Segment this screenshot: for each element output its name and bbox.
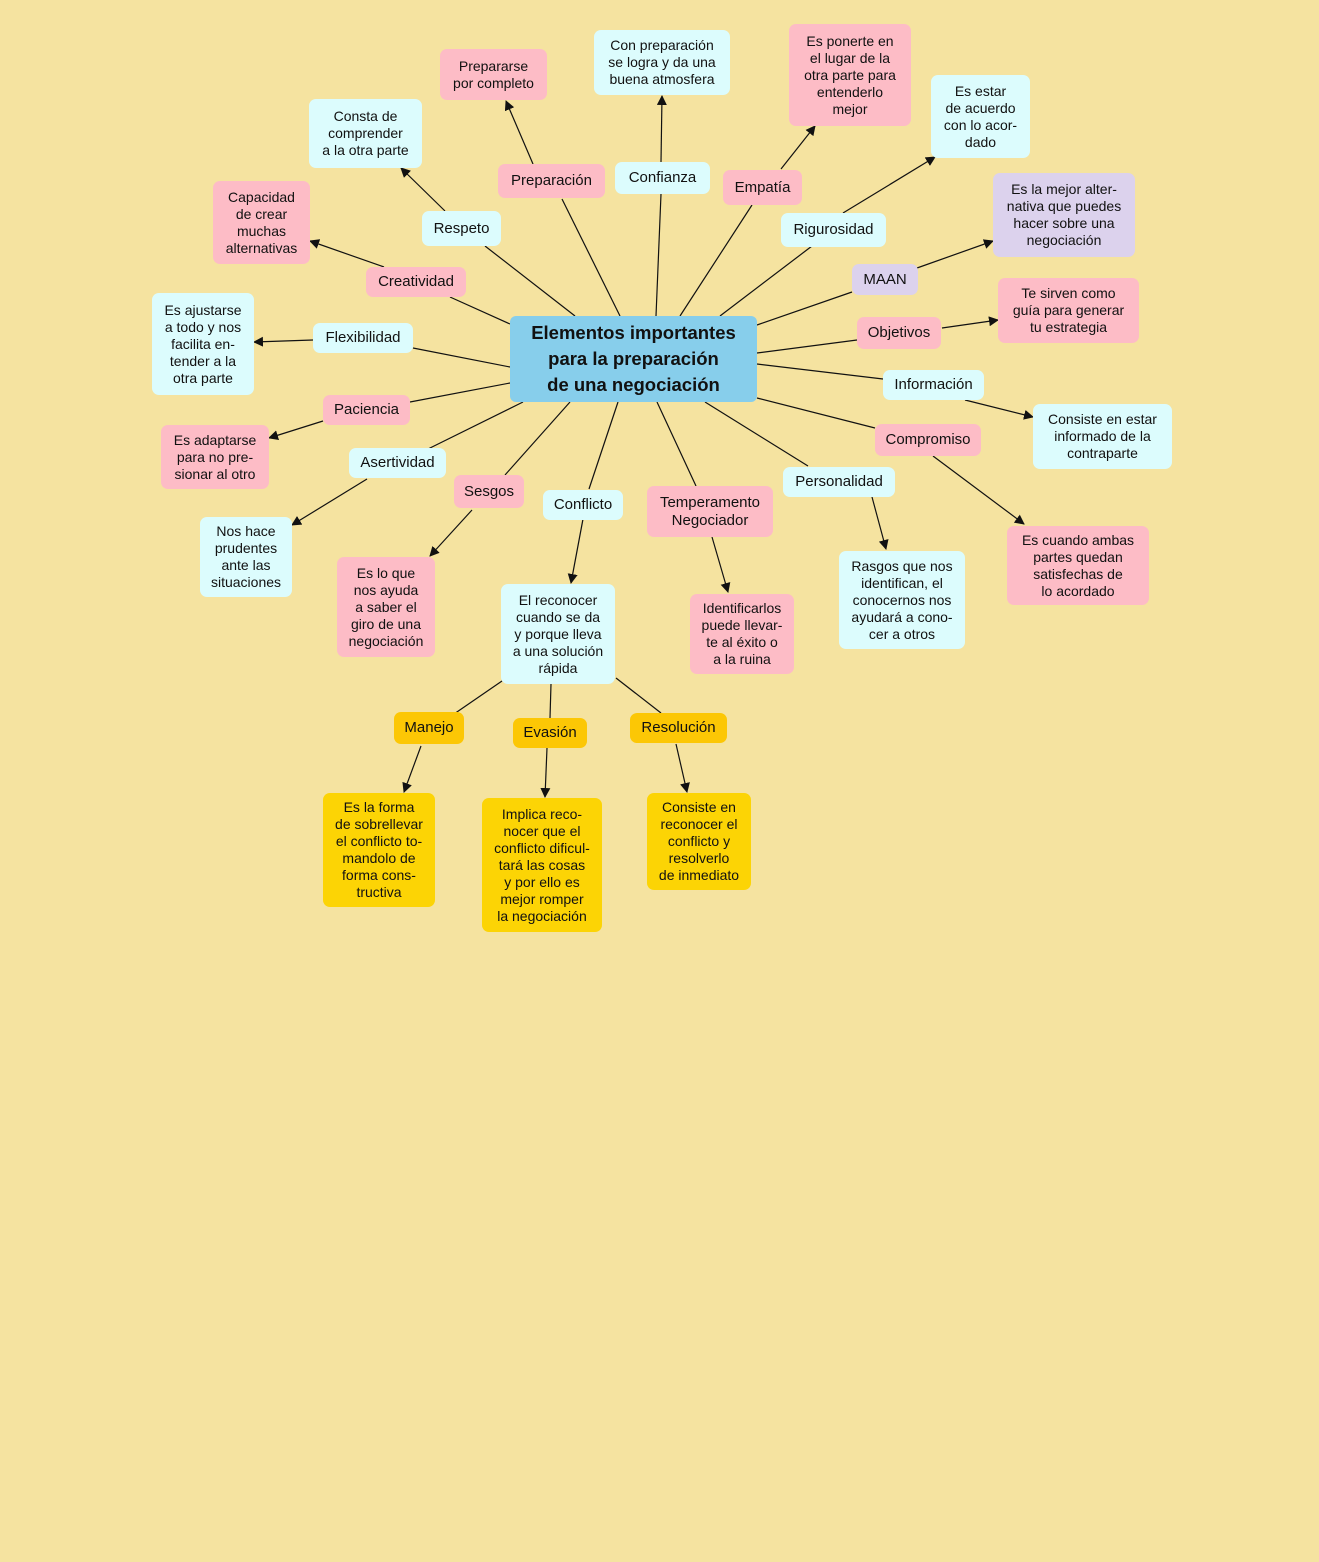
desc-conflicto[interactable]: El reconocer cuando se da y porque lleva… [501, 584, 615, 684]
concept-asertividad[interactable]: Asertividad [349, 448, 446, 478]
concept-objetivos[interactable]: Objetivos [857, 317, 941, 349]
concept-sesgos[interactable]: Sesgos [454, 475, 524, 508]
desc-evasion[interactable]: Implica reco- nocer que el conflicto dif… [482, 798, 602, 932]
concept-conflicto[interactable]: Conflicto [543, 490, 623, 520]
desc-informacion[interactable]: Consiste en estar informado de la contra… [1033, 404, 1172, 469]
concept-rigurosidad[interactable]: Rigurosidad [781, 213, 886, 247]
concept-flexibilidad[interactable]: Flexibilidad [313, 323, 413, 353]
concept-paciencia[interactable]: Paciencia [323, 395, 410, 425]
concept-temperamento-negociador[interactable]: Temperamento Negociador [647, 486, 773, 537]
desc-creatividad[interactable]: Capacidad de crear muchas alternativas [213, 181, 310, 264]
concept-maan[interactable]: MAAN [852, 264, 918, 295]
desc-respeto[interactable]: Consta de comprender a la otra parte [309, 99, 422, 168]
conflict-type-resolucion[interactable]: Resolución [630, 713, 727, 743]
concept-preparacion[interactable]: Preparación [498, 164, 605, 198]
desc-objetivos[interactable]: Te sirven como guía para generar tu estr… [998, 278, 1139, 343]
central-topic[interactable]: Elementos importantes para la preparació… [510, 316, 757, 402]
desc-preparacion[interactable]: Prepararse por completo [440, 49, 547, 100]
conflict-type-manejo[interactable]: Manejo [394, 712, 464, 744]
desc-personalidad[interactable]: Rasgos que nos identifican, el conocerno… [839, 551, 965, 649]
desc-paciencia[interactable]: Es adaptarse para no pre- sionar al otro [161, 425, 269, 489]
desc-sesgos[interactable]: Es lo que nos ayuda a saber el giro de u… [337, 557, 435, 657]
desc-resolucion[interactable]: Consiste en reconocer el conflicto y res… [647, 793, 751, 890]
desc-asertividad[interactable]: Nos hace prudentes ante las situaciones [200, 517, 292, 597]
desc-compromiso[interactable]: Es cuando ambas partes quedan satisfecha… [1007, 526, 1149, 605]
concept-confianza[interactable]: Confianza [615, 162, 710, 194]
desc-flexibilidad[interactable]: Es ajustarse a todo y nos facilita en- t… [152, 293, 254, 395]
desc-temperamento-negociador[interactable]: Identificarlos puede llevar- te al éxito… [690, 594, 794, 674]
concept-compromiso[interactable]: Compromiso [875, 424, 981, 456]
desc-confianza[interactable]: Con preparación se logra y da una buena … [594, 30, 730, 95]
desc-maan[interactable]: Es la mejor alter- nativa que puedes hac… [993, 173, 1135, 257]
desc-rigurosidad[interactable]: Es estar de acuerdo con lo acor- dado [931, 75, 1030, 158]
concept-empatia[interactable]: Empatía [723, 170, 802, 205]
concept-informacion[interactable]: Información [883, 370, 984, 400]
desc-empatia[interactable]: Es ponerte en el lugar de la otra parte … [789, 24, 911, 126]
concept-creatividad[interactable]: Creatividad [366, 267, 466, 297]
concept-respeto[interactable]: Respeto [422, 211, 501, 246]
conflict-type-evasion[interactable]: Evasión [513, 718, 587, 748]
desc-manejo[interactable]: Es la forma de sobrellevar el conflicto … [323, 793, 435, 907]
concept-personalidad[interactable]: Personalidad [783, 467, 895, 497]
